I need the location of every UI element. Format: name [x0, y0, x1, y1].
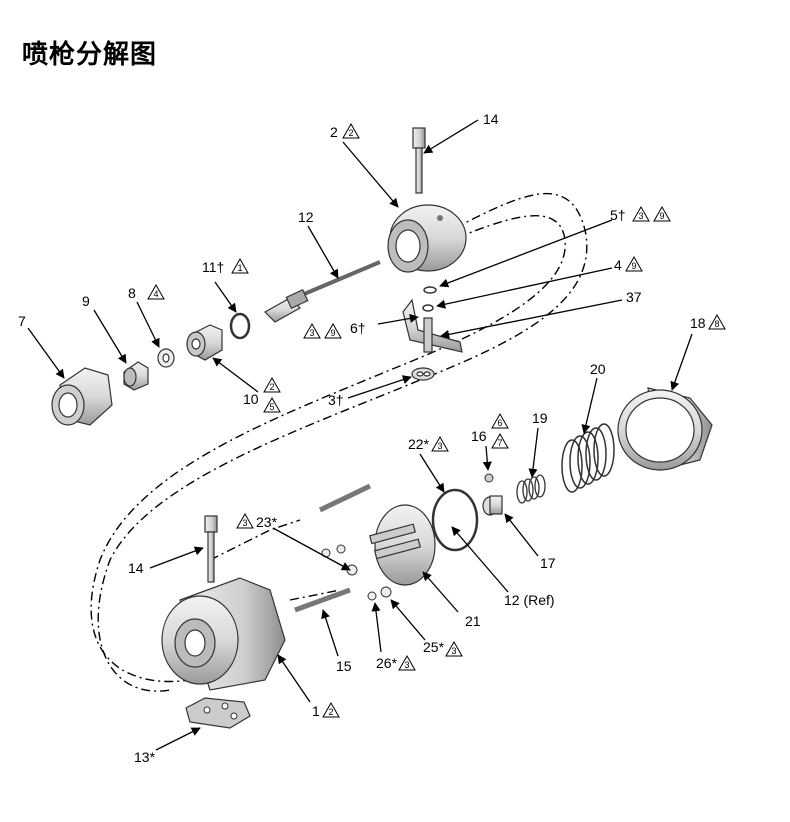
svg-text:23*: 23*: [256, 514, 278, 530]
callout-26: 26* 3: [376, 654, 416, 671]
svg-text:25*: 25*: [423, 639, 445, 655]
svg-text:4: 4: [614, 257, 622, 273]
callout-10: 10 2 5: [243, 376, 281, 413]
part-12-needle: [264, 260, 381, 323]
svg-text:7: 7: [498, 438, 503, 448]
callout-4: 4 9: [614, 255, 643, 273]
svg-text:5: 5: [270, 402, 275, 412]
svg-text:18: 18: [690, 315, 706, 331]
callout-23: 3 23*: [236, 512, 278, 530]
svg-text:6†: 6†: [350, 320, 366, 336]
svg-text:5†: 5†: [610, 207, 626, 223]
callout-8: 8 4: [128, 283, 165, 301]
part-9-tip: [123, 361, 149, 391]
part-13-gasket: [185, 697, 251, 729]
svg-text:2: 2: [349, 128, 354, 138]
svg-text:2: 2: [270, 382, 275, 392]
callout-17: 17: [540, 555, 556, 571]
callout-12-ref: 12 (Ref): [504, 592, 555, 608]
callout-3: 3†: [328, 392, 344, 408]
svg-text:3: 3: [639, 211, 644, 221]
callout-25: 25* 3: [423, 639, 463, 657]
svg-text:1: 1: [238, 263, 243, 273]
part-10-seat: [186, 324, 223, 361]
callout-19: 19: [532, 410, 548, 426]
callout-21: 21: [465, 613, 481, 629]
callout-13: 13*: [134, 749, 156, 765]
part-15-screw: [294, 587, 351, 613]
svg-text:6: 6: [498, 418, 503, 428]
svg-text:8: 8: [715, 319, 720, 329]
part-2-ring: [387, 204, 467, 273]
part-16-ball: [484, 473, 494, 483]
svg-text:11†: 11†: [202, 259, 224, 275]
callout-20: 20: [590, 361, 606, 377]
part-22-oring: [431, 488, 479, 552]
part-20-spring: [561, 423, 615, 493]
callout-16: 16 6 7: [471, 412, 509, 449]
part-23-washers: [321, 544, 358, 576]
svg-text:9: 9: [632, 261, 637, 271]
assembly-path-lines: [90, 192, 588, 692]
part-7-nut: [51, 367, 113, 426]
callout-12: 12: [298, 209, 314, 225]
callout-18: 18 8: [690, 313, 726, 331]
part-3-gasket: [411, 367, 435, 381]
callout-labels: 2 2 14 12 5† 3 9 4 9 37 3 9 6† 11† 1 8 4…: [18, 111, 726, 765]
part-11-oring: [229, 312, 251, 340]
part-8-washer: [157, 348, 175, 368]
svg-text:3: 3: [405, 660, 410, 670]
callout-7: 7: [18, 313, 26, 329]
part-17-retainer: [482, 495, 503, 516]
callout-14-top: 14: [483, 111, 499, 127]
svg-text:26*: 26*: [376, 655, 398, 671]
part-18-cap: [617, 387, 713, 471]
svg-text:9: 9: [660, 211, 665, 221]
callout-22: 22* 3: [408, 435, 449, 452]
callout-11: 11† 1: [202, 257, 249, 275]
callout-14-left: 14: [128, 560, 144, 576]
svg-text:2: 2: [330, 124, 338, 140]
svg-text:9: 9: [331, 328, 336, 338]
part-14-screw-left: [204, 515, 218, 583]
svg-text:22*: 22*: [408, 436, 430, 452]
part-19-spring: [516, 474, 546, 504]
svg-text:1: 1: [312, 703, 320, 719]
callout-5: 5† 3 9: [610, 205, 671, 223]
page-title: 喷枪分解图: [22, 40, 158, 70]
svg-text:16: 16: [471, 428, 487, 444]
callout-37: 37: [626, 289, 642, 305]
svg-text:3: 3: [310, 328, 315, 338]
callout-9: 9: [82, 293, 90, 309]
part-37-bracket: [402, 298, 463, 353]
svg-text:8: 8: [128, 285, 136, 301]
svg-text:2: 2: [329, 707, 334, 717]
part-14-screw-top: [412, 127, 426, 194]
part-4-oring: [422, 304, 434, 312]
leader-arrows: [27, 119, 693, 751]
svg-text:3: 3: [438, 441, 443, 451]
svg-text:10: 10: [243, 391, 259, 407]
part-21-manifold: [368, 504, 436, 586]
svg-text:3: 3: [243, 518, 248, 528]
callout-1: 1 2: [312, 701, 340, 719]
svg-text:3: 3: [452, 646, 457, 656]
part-5-oring: [423, 286, 437, 294]
part-25-26-seals: [367, 586, 392, 601]
callout-15: 15: [336, 658, 352, 674]
callout-2: 2 2: [330, 122, 360, 140]
callout-6: 3 9 6†: [303, 320, 366, 339]
part-1-body: [161, 577, 286, 691]
svg-text:4: 4: [154, 289, 159, 299]
part-screw-upper: [318, 483, 372, 513]
